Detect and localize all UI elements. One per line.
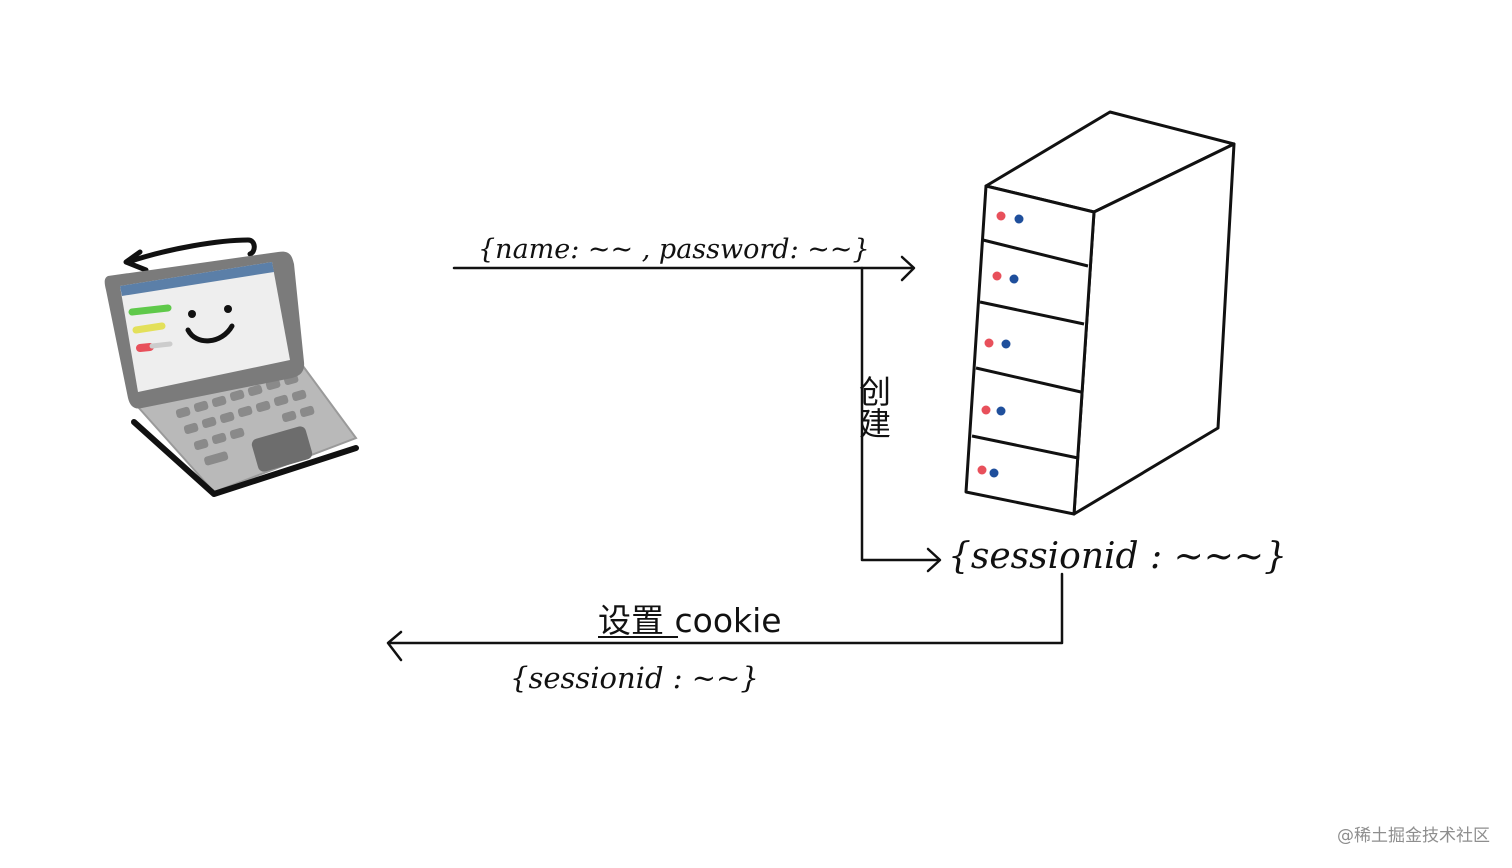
server-tower-icon: [964, 110, 1236, 516]
set-cookie-label: 设置 cookie: [598, 601, 782, 640]
laptop-icon: [104, 237, 359, 497]
server-status-leds: [977, 211, 1024, 478]
response-arrow: [386, 572, 1064, 662]
watermark: @稀土掘金技术社区: [1337, 826, 1490, 846]
response-payload-label: {sessionid : ~~}: [510, 661, 759, 695]
create-label: 创建: [854, 375, 892, 439]
create-connector-arrow: [860, 266, 942, 573]
request-payload-label: {name: ~~ , password: ~~}: [478, 234, 870, 265]
request-arrow: [452, 255, 916, 282]
session-object-label: {sessionid : ~~~}: [948, 536, 1287, 577]
